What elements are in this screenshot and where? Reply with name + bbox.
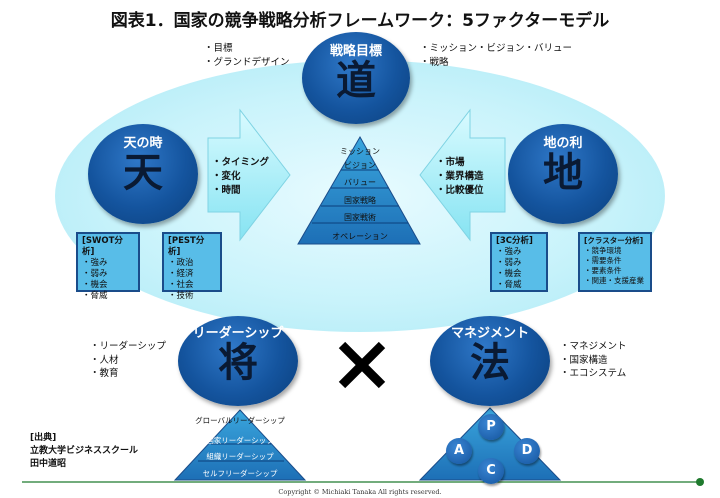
list-item: 市場 xyxy=(436,156,484,170)
page-title: 図表1．国家の競争戦略分析フレームワーク：5ファクターモデル xyxy=(110,11,610,31)
list-item: 国家構造 xyxy=(560,354,627,368)
ho-notes: マネジメント 国家構造 エコシステム xyxy=(560,340,627,381)
center-pyramid-shape xyxy=(297,135,421,245)
leadership-pyramid-label: グローバルリーダーシップ xyxy=(195,416,285,425)
pdca-c: C xyxy=(478,458,504,484)
ho-kanji: 法 xyxy=(470,339,510,386)
list-item: 機会 xyxy=(82,280,134,291)
list-item: マネジメント xyxy=(560,340,627,354)
list-item: ミッション・ビジョン・バリュー xyxy=(420,42,573,56)
cluster-box: [クラスター分析] 競争環境 需要条件 要素条件 関連・支援産業 xyxy=(578,232,652,292)
source-block: [出典] 立教大学ビジネススクール 田中道昭 xyxy=(30,432,138,471)
ten-sub-label: 天の時 xyxy=(123,136,163,151)
list-item: エコシステム xyxy=(560,367,627,381)
sho-sub-label: リーダーシップ xyxy=(192,326,284,341)
leadership-pyramid-shape xyxy=(173,409,307,481)
ten-arrow-list: タイミング 変化 時間 xyxy=(212,156,270,198)
pyramid-label: ビジョン xyxy=(344,161,376,170)
list-item: 強み xyxy=(82,258,134,269)
list-item: 関連・支援産業 xyxy=(584,276,646,286)
ho-circle: マネジメント 法 xyxy=(430,316,550,406)
list-item: 機会 xyxy=(496,269,542,280)
leadership-pyramid-label: セルフリーダーシップ xyxy=(202,469,278,478)
list-item: 脅威 xyxy=(82,291,134,302)
list-item: 変化 xyxy=(212,170,269,184)
ten-kanji: 天 xyxy=(123,149,163,196)
list-item: 時間 xyxy=(212,184,269,198)
list-item: 要素条件 xyxy=(584,266,646,276)
source-label: [出典] xyxy=(30,433,57,443)
swot-box: [SWOT分析] 強み 弱み 機会 脅威 xyxy=(76,232,140,301)
list-item: グランドデザイン xyxy=(204,56,290,70)
ho-sub-label: マネジメント xyxy=(450,326,529,341)
list-item: 強み xyxy=(496,247,542,258)
michi-right-notes: ミッション・ビジョン・バリュー 戦略 xyxy=(420,42,573,70)
pest-header: [PEST分析] xyxy=(168,236,205,257)
chi-kanji: 地 xyxy=(543,149,583,196)
list-item: 教育 xyxy=(90,367,166,381)
list-item: 弱み xyxy=(82,269,134,280)
michi-left-notes: 目標 グランドデザイン xyxy=(204,42,290,69)
chi-circle: 地の利 地 xyxy=(508,124,618,224)
pyramid-label: バリュー xyxy=(344,178,376,187)
copyright: Copyright © Michiaki Tanaka All rights r… xyxy=(278,488,442,496)
list-item: 需要条件 xyxy=(584,256,646,266)
list-item: 競争環境 xyxy=(584,246,646,256)
pyramid-label: オペレーション xyxy=(332,232,388,241)
list-item: 技術 xyxy=(168,291,216,302)
list-item: 経済 xyxy=(168,269,216,280)
pdca-p: P xyxy=(478,414,504,440)
source-line2: 田中道昭 xyxy=(30,459,67,469)
chi-arrow-list: 市場 業界構造 比較優位 xyxy=(436,156,484,198)
pdca-d: D xyxy=(514,438,540,464)
list-item: リーダーシップ xyxy=(90,340,166,354)
michi-circle: 戦略目標 道 xyxy=(302,32,410,124)
michi-kanji: 道 xyxy=(336,57,376,104)
michi-sub-label: 戦略目標 xyxy=(329,44,382,59)
leadership-pyramid-label: 国家リーダーシップ xyxy=(206,436,274,445)
pyramid-label: 国家戦略 xyxy=(344,196,376,205)
ten-circle: 天の時 天 xyxy=(88,124,198,224)
list-item: 脅威 xyxy=(496,280,542,291)
list-item: 弱み xyxy=(496,258,542,269)
source-line1: 立教大学ビジネススクール xyxy=(30,446,139,456)
swot-header: [SWOT分析] xyxy=(82,236,123,257)
leadership-pyramid-label: 組織リーダーシップ xyxy=(206,452,274,461)
pyramid-label: 国家戦術 xyxy=(344,213,376,222)
list-item: 政治 xyxy=(168,258,216,269)
list-item: 人材 xyxy=(90,354,166,368)
three-c-header: [3C分析] xyxy=(496,236,533,246)
chi-sub-label: 地の利 xyxy=(543,136,583,151)
pyramid-label: ミッション xyxy=(340,147,380,156)
three-c-box: [3C分析] 強み 弱み 機会 脅威 xyxy=(490,232,548,292)
list-item: タイミング xyxy=(212,156,270,170)
list-item: 社会 xyxy=(168,280,216,291)
cluster-header: [クラスター分析] xyxy=(584,236,644,245)
list-item: 比較優位 xyxy=(436,184,484,198)
list-item: 目標 xyxy=(204,42,290,56)
list-item: 業界構造 xyxy=(436,170,484,184)
pdca-a: A xyxy=(446,438,472,464)
sho-circle: リーダーシップ 将 xyxy=(178,316,298,406)
pest-box: [PEST分析] 政治 経済 社会 技術 xyxy=(162,232,222,301)
sho-kanji: 将 xyxy=(218,339,258,386)
sho-notes: リーダーシップ 人材 教育 xyxy=(90,340,166,381)
list-item: 戦略 xyxy=(420,56,572,70)
